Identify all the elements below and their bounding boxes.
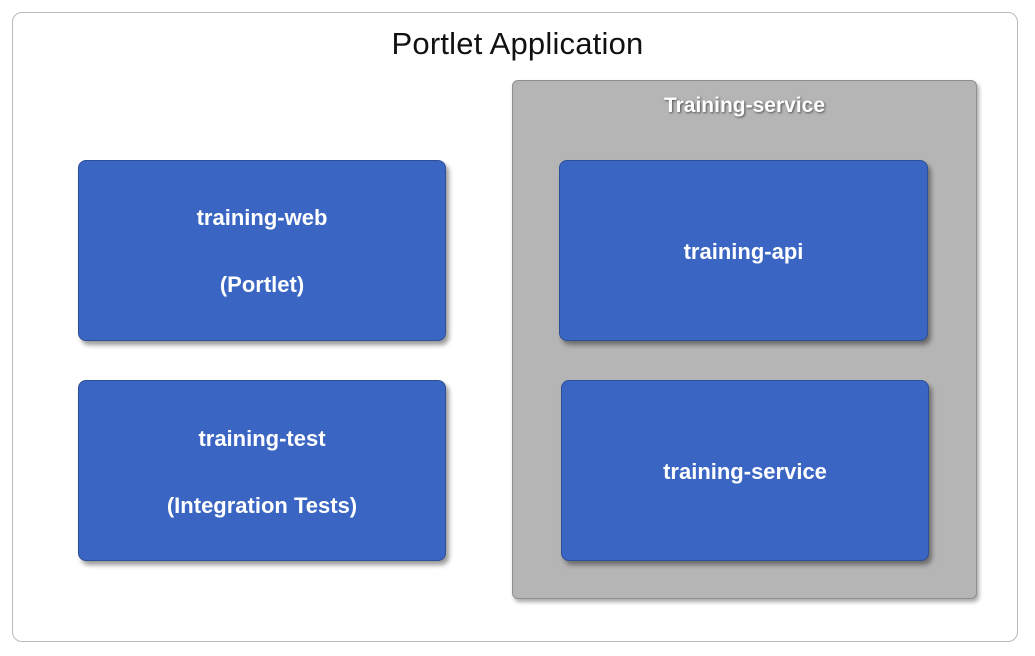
training-service-group-title: Training-service (663, 94, 826, 117)
training-test-name: training-test (198, 426, 326, 451)
training-test-subtitle: (Integration Tests) (166, 493, 358, 518)
training-web-name: training-web (196, 205, 328, 230)
application-title: Portlet Application (391, 26, 644, 61)
training-service-name: training-service (663, 459, 827, 484)
training-service-module: training-service (561, 380, 929, 561)
training-api-name: training-api (683, 239, 804, 264)
training-api-module: training-api (559, 160, 928, 341)
training-test-module: training-test (Integration Tests) (78, 380, 446, 561)
training-web-subtitle: (Portlet) (219, 272, 305, 297)
training-web-module: training-web (Portlet) (78, 160, 446, 341)
